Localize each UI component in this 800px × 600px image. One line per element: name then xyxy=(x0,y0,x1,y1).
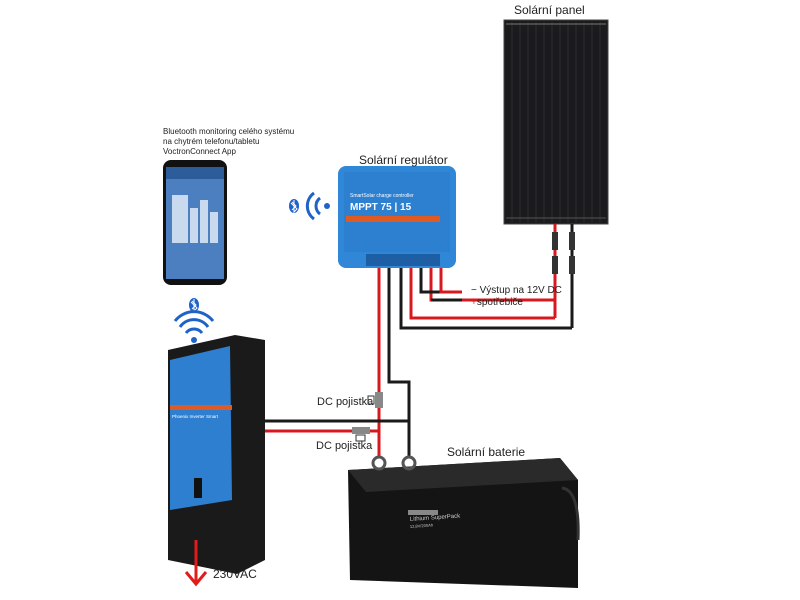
dc-output-text: Výstup na 12V DC xyxy=(479,285,562,296)
bluetooth-note-line: VoctronConnect App xyxy=(163,147,236,156)
wifi-icon xyxy=(305,191,330,221)
fuse-label-1: DC pojistka xyxy=(317,396,374,408)
solar-panel xyxy=(503,19,609,225)
smartphone xyxy=(163,160,227,285)
pv-negative-wire xyxy=(399,265,572,330)
ac-output-arrow xyxy=(184,540,208,587)
charge-controller xyxy=(338,166,456,268)
bluetooth-icon xyxy=(189,298,199,313)
battery-negative-wire xyxy=(387,265,411,458)
ac-output-label: 230VAC xyxy=(213,567,257,581)
solar-panel-label: Solární panel xyxy=(514,3,585,17)
load-positive-wire xyxy=(439,265,462,294)
bluetooth-note: Bluetooth monitoring celého systému na c… xyxy=(163,127,294,157)
controller-brand-line: SmartSolar charge controller xyxy=(350,193,414,199)
bluetooth-note-line: Bluetooth monitoring celého systému xyxy=(163,127,295,136)
dc-output-text: spotřebiče xyxy=(476,297,523,308)
fuse-icon xyxy=(352,427,370,442)
dc-output-label-line2: +spotřebiče xyxy=(471,297,523,308)
bluetooth-note-line: na chytrém telefonu/tabletu xyxy=(163,137,260,146)
minus-sign: − xyxy=(471,285,477,296)
fuse-icon xyxy=(367,392,383,408)
charge-controller-label: Solární regulátor xyxy=(359,153,448,167)
battery-spec: 12,8V/200Ah xyxy=(410,522,433,529)
inverter-name: Phoenix Inverter Smart xyxy=(172,414,219,419)
fuse-label-2: DC pojistka xyxy=(316,440,373,452)
dc-output-label-line1: − Výstup na 12V DC xyxy=(471,285,562,296)
wifi-icon xyxy=(173,310,215,343)
pv-positive-wire-2 xyxy=(409,265,555,320)
bluetooth-icon xyxy=(289,199,299,214)
battery xyxy=(348,455,580,588)
panel-cables xyxy=(552,224,575,328)
plus-sign: + xyxy=(471,297,477,308)
inverter xyxy=(168,335,265,574)
controller-model: MPPT 75 | 15 xyxy=(350,202,412,213)
battery-name: Lithium SuperPack xyxy=(410,513,462,523)
battery-label: Solární baterie xyxy=(447,445,526,459)
